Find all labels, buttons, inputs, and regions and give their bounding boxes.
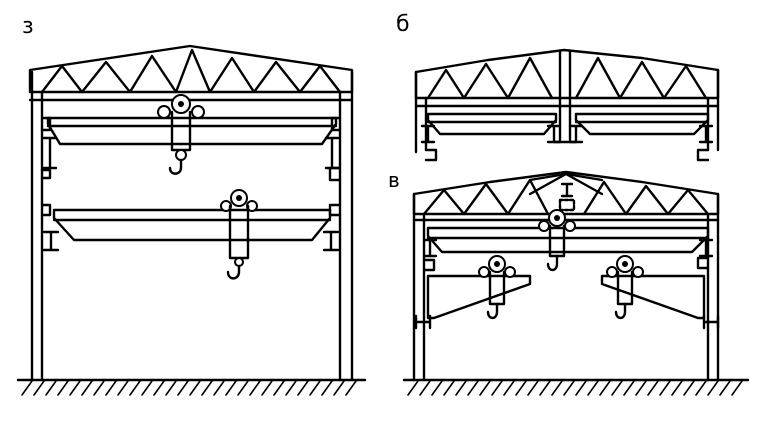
label-b: б [396,12,410,37]
ground-hatch-v [407,380,743,396]
upper-crane-bridge-a [46,116,338,146]
top-crane-bridge-v [422,226,714,258]
rail-left-lower-a [42,230,60,252]
column-right-a [328,70,354,382]
roof-truss-a [28,44,354,102]
roof-truss-b [414,48,720,108]
panel-a [16,44,367,396]
right-cantilever-crane-v [600,255,720,330]
crane-hook-icon [614,302,627,320]
upper-trolley-a [157,94,205,175]
ground-hatch-a [21,380,357,396]
column-left-a [30,70,52,382]
crane-hook-icon [168,158,183,175]
crane-bridge-b-left [426,112,558,136]
rail-left-upper-a [42,136,58,170]
left-cantilever-crane-v [414,255,532,330]
rail-right-upper-a [324,136,340,170]
label-a: з [22,14,34,39]
crane-hook-icon [226,264,241,280]
crane-hook-icon [486,302,499,320]
lower-trolley-a [220,189,258,280]
columns-v [412,192,720,382]
label-v: в [388,168,400,192]
crane-hook-icon [546,254,559,272]
roof-truss-v [412,170,720,222]
lower-crane-bridge-a [52,208,332,242]
rail-right-lower-a [322,230,340,252]
crane-bridge-b-right [574,112,710,136]
panel-v [402,170,750,396]
top-trolley-v [538,209,576,272]
panel-b [414,48,720,162]
